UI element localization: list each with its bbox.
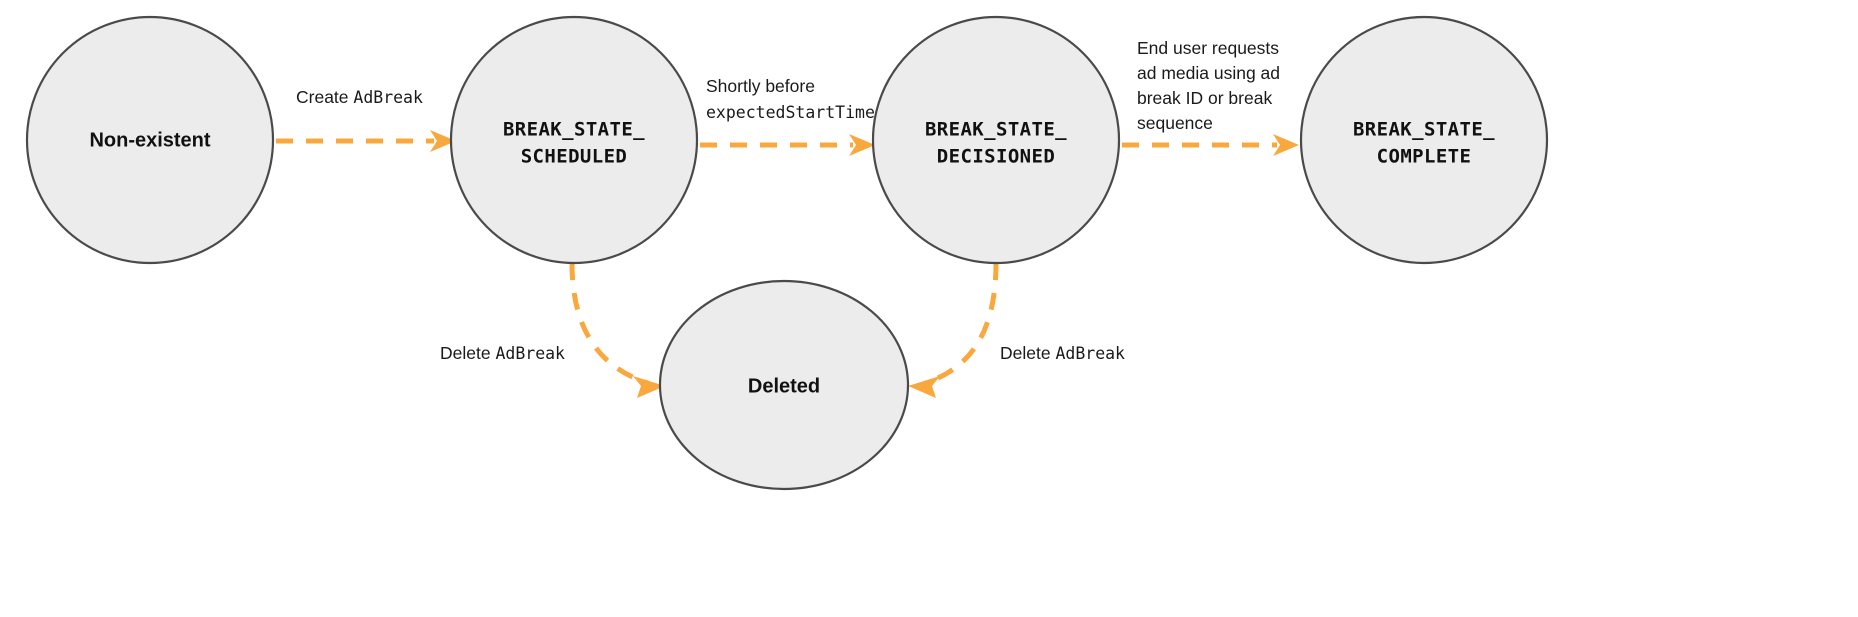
- state-node-non-existent-shape: [25, 15, 275, 265]
- state-node-break-state-scheduled[interactable]: BREAK_STATE_ SCHEDULED: [449, 15, 699, 265]
- edge-label-end-user-requests: End user requests ad media using ad brea…: [1137, 38, 1285, 133]
- state-node-non-existent[interactable]: Non-existent: [25, 15, 275, 265]
- edge-delete-from-decisioned-line: [924, 262, 999, 386]
- edge-end-user-requests-arrowhead: [1273, 134, 1299, 156]
- edge-label-create-adbreak: Create AdBreak: [296, 87, 423, 107]
- edge-label-end-user-requests-line-3: sequence: [1137, 113, 1213, 133]
- state-node-deleted-shape: [658, 279, 910, 491]
- edges-layer: [276, 130, 1299, 398]
- state-node-break-state-decisioned[interactable]: BREAK_STATE_ DECISIONED: [871, 15, 1121, 265]
- state-node-break-state-scheduled-label-line1: BREAK_STATE_: [503, 119, 645, 141]
- edge-create-adbreak-arrowhead: [430, 130, 456, 152]
- edge-delete-from-decisioned[interactable]: [908, 262, 999, 398]
- state-node-break-state-complete[interactable]: BREAK_STATE_ COMPLETE: [1299, 15, 1549, 265]
- edge-create-adbreak[interactable]: [276, 130, 456, 152]
- edge-label-shortly-before: Shortly before expectedStartTime: [706, 76, 875, 122]
- edge-label-delete-from-decisioned-part-0: Delete: [1000, 343, 1055, 363]
- state-node-deleted-label: Deleted: [748, 375, 820, 397]
- edge-label-end-user-requests-line-0: End user requests: [1137, 38, 1279, 58]
- edge-delete-from-scheduled-line: [569, 262, 649, 386]
- edge-end-user-requests[interactable]: [1122, 134, 1299, 156]
- state-node-break-state-complete-shape: [1299, 15, 1549, 265]
- edge-label-end-user-requests-line-1: ad media using ad: [1137, 63, 1280, 83]
- edge-label-delete-from-scheduled-part-0: Delete: [440, 343, 495, 363]
- state-node-break-state-complete-label-line2: COMPLETE: [1377, 146, 1472, 168]
- edge-label-shortly-before-line-1: expectedStartTime: [706, 103, 875, 122]
- edge-shortly-before-arrowhead: [849, 134, 875, 156]
- edge-label-shortly-before-line-0: Shortly before: [706, 76, 815, 96]
- state-node-break-state-decisioned-label-line1: BREAK_STATE_: [925, 119, 1067, 141]
- state-node-break-state-decisioned-label-line2: DECISIONED: [937, 146, 1055, 168]
- nodes-layer: Non-existent BREAK_STATE_ SCHEDULED BREA…: [25, 15, 1549, 491]
- edge-labels-layer: Create AdBreak Shortly before expectedSt…: [296, 38, 1285, 363]
- edge-label-end-user-requests-line-2: break ID or break: [1137, 88, 1272, 108]
- edge-label-delete-from-scheduled: Delete AdBreak: [440, 343, 565, 363]
- edge-delete-from-scheduled[interactable]: [569, 262, 665, 398]
- edge-label-delete-from-scheduled-part-1: AdBreak: [495, 344, 565, 363]
- state-node-break-state-decisioned-shape: [871, 15, 1121, 265]
- state-node-break-state-complete-label-line1: BREAK_STATE_: [1353, 119, 1495, 141]
- edge-label-delete-from-decisioned-part-1: AdBreak: [1055, 344, 1125, 363]
- edge-label-delete-from-decisioned: Delete AdBreak: [1000, 343, 1125, 363]
- edge-delete-from-scheduled-arrowhead: [633, 376, 665, 398]
- edge-shortly-before[interactable]: [700, 134, 875, 156]
- edge-delete-from-decisioned-arrowhead: [908, 376, 940, 398]
- state-node-break-state-scheduled-label-line2: SCHEDULED: [521, 146, 628, 168]
- state-node-deleted[interactable]: Deleted: [658, 279, 910, 491]
- state-node-non-existent-label: Non-existent: [89, 129, 210, 151]
- state-node-break-state-scheduled-shape: [449, 15, 699, 265]
- edge-label-create-adbreak-part-1: AdBreak: [353, 88, 423, 107]
- edge-label-create-adbreak-part-0: Create: [296, 87, 353, 107]
